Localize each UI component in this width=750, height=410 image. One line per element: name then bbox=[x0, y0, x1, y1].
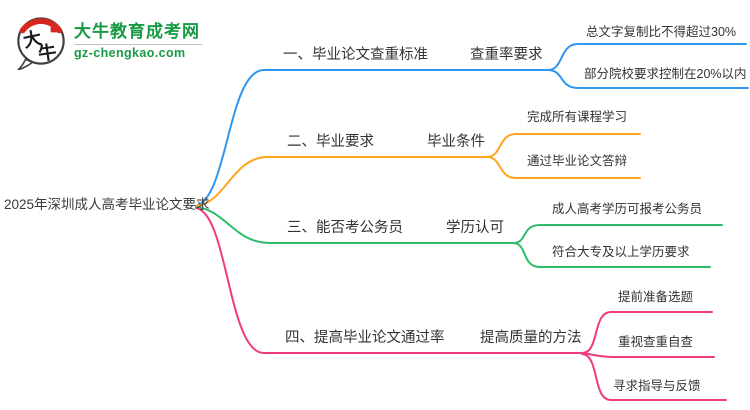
logo-seal-icon bbox=[50, 25, 58, 33]
branch-3-topic: 三、能否考公务员 bbox=[287, 220, 403, 236]
branch-4-leaf-1: 提前准备选题 bbox=[618, 290, 694, 304]
branch-3-leaf-2: 符合大专及以上学历要求 bbox=[552, 245, 690, 259]
branch-2-topic: 二、毕业要求 bbox=[287, 134, 374, 150]
logo-divider bbox=[74, 44, 202, 45]
daniu-logo-icon: 大 牛 bbox=[17, 17, 65, 70]
branch-3-leaf-1-line bbox=[512, 224, 723, 244]
branch-4-leaf-2: 重视查重自查 bbox=[618, 335, 694, 349]
branch-4-leaf-3-line bbox=[581, 353, 727, 401]
branch-2-leaf-2: 通过毕业论文答辩 bbox=[527, 154, 628, 168]
site-logo[interactable]: 大 牛 大牛教育成考网 gz-chengkao.com bbox=[14, 14, 202, 70]
branch-1-leaf-1: 总文字复制比不得超过30% bbox=[586, 25, 737, 39]
logo-char-niu: 牛 bbox=[37, 41, 58, 64]
branch-2-leaf-1: 完成所有课程学习 bbox=[527, 110, 628, 124]
branch-2-main-line bbox=[195, 156, 488, 207]
branch-1-main-line bbox=[195, 69, 549, 207]
branch-3-leaf-2-line bbox=[512, 242, 711, 268]
branch-3-main-line bbox=[195, 206, 514, 244]
branch-4-main-line bbox=[195, 207, 583, 354]
branch-2-leaf-2-line bbox=[486, 156, 641, 179]
branch-3-leaf-1: 成人高考学历可报考公务员 bbox=[552, 202, 703, 216]
branch-4-subtopic: 提高质量的方法 bbox=[480, 330, 582, 346]
branch-1-leaf-2: 部分院校要求控制在20%以内 bbox=[584, 67, 747, 81]
branch-2-leaf-1-line bbox=[486, 133, 641, 158]
branch-1-subtopic: 查重率要求 bbox=[470, 47, 543, 63]
branch-1-leaf-1-line bbox=[547, 43, 747, 71]
branch-4-leaf-3: 寻求指导与反馈 bbox=[613, 379, 701, 393]
branch-2-subtopic: 毕业条件 bbox=[427, 134, 485, 150]
logo-bubble-tail bbox=[17, 58, 34, 70]
branch-3-subtopic: 学历认可 bbox=[446, 220, 504, 236]
root-node: 2025年深圳成人高考毕业论文要求 bbox=[4, 197, 210, 212]
branch-4-leaf-1-line bbox=[581, 311, 713, 354]
site-name: 大牛教育成考网 bbox=[74, 22, 200, 41]
branch-1-topic: 一、毕业论文查重标准 bbox=[283, 47, 428, 63]
logo-char-da: 大 bbox=[21, 27, 44, 51]
branch-4-leaf-2-line bbox=[581, 352, 715, 358]
site-domain: gz-chengkao.com bbox=[74, 46, 186, 60]
branch-1-leaf-2-line bbox=[547, 69, 749, 89]
branch-4-topic: 四、提高毕业论文通过率 bbox=[285, 330, 445, 346]
